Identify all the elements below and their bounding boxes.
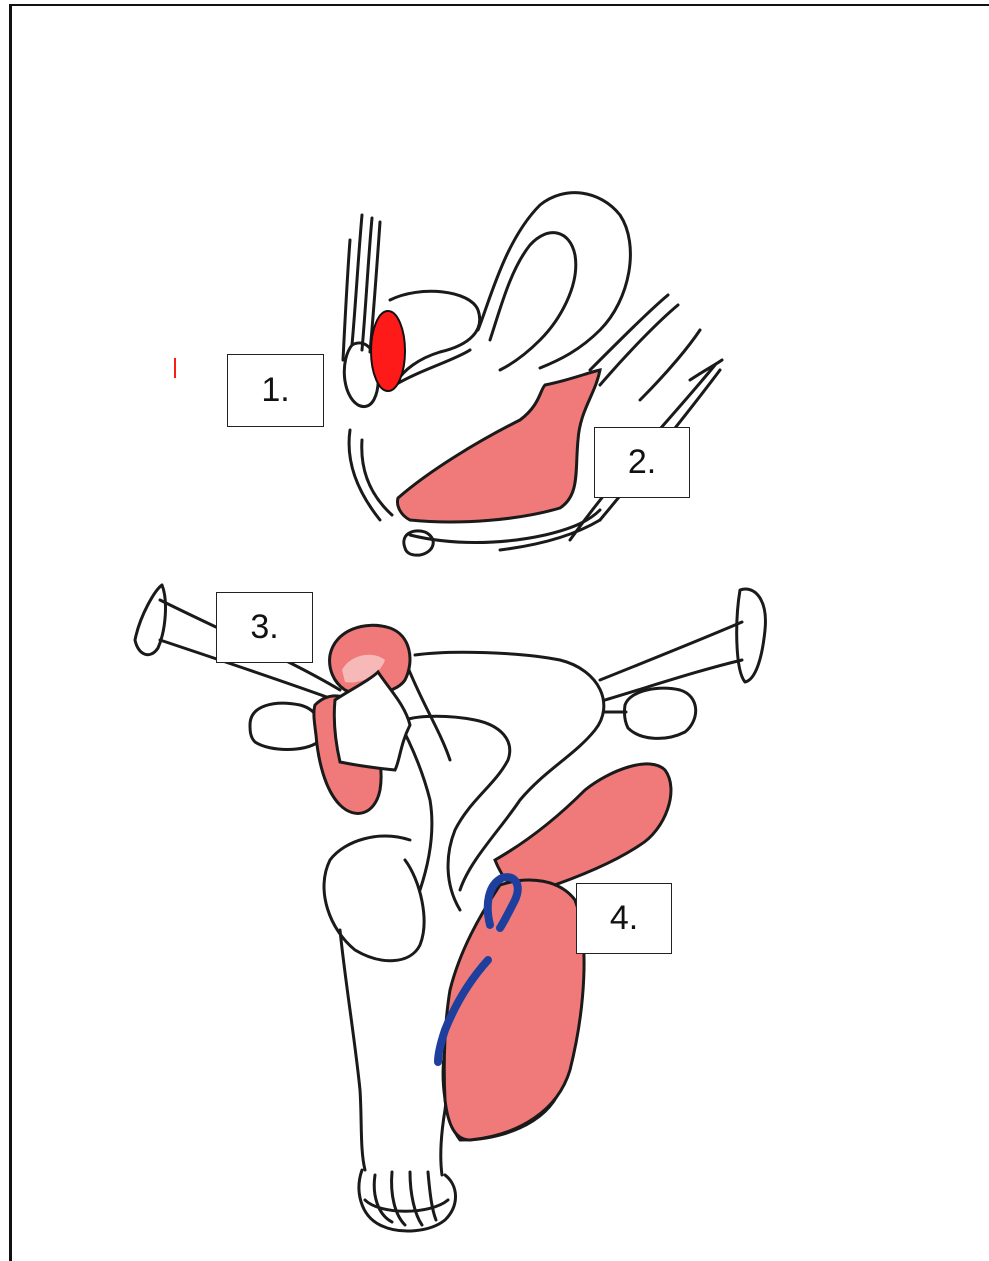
- label-box-1: 1.: [227, 354, 324, 427]
- marker-1-red-ellipse: [371, 311, 405, 391]
- region-4-upper-highlight: [495, 764, 671, 892]
- label-2-text: 2.: [628, 443, 656, 482]
- label-box-3: 3.: [216, 592, 313, 663]
- label-box-2: 2.: [594, 427, 690, 498]
- label-3-text: 3.: [250, 608, 278, 647]
- region-4-lower-highlight: [444, 880, 584, 1140]
- label-4-text: 4.: [610, 899, 638, 938]
- label-box-4: 4.: [576, 883, 672, 954]
- region-2-highlight: [398, 370, 601, 522]
- label-1-text: 1.: [261, 371, 289, 410]
